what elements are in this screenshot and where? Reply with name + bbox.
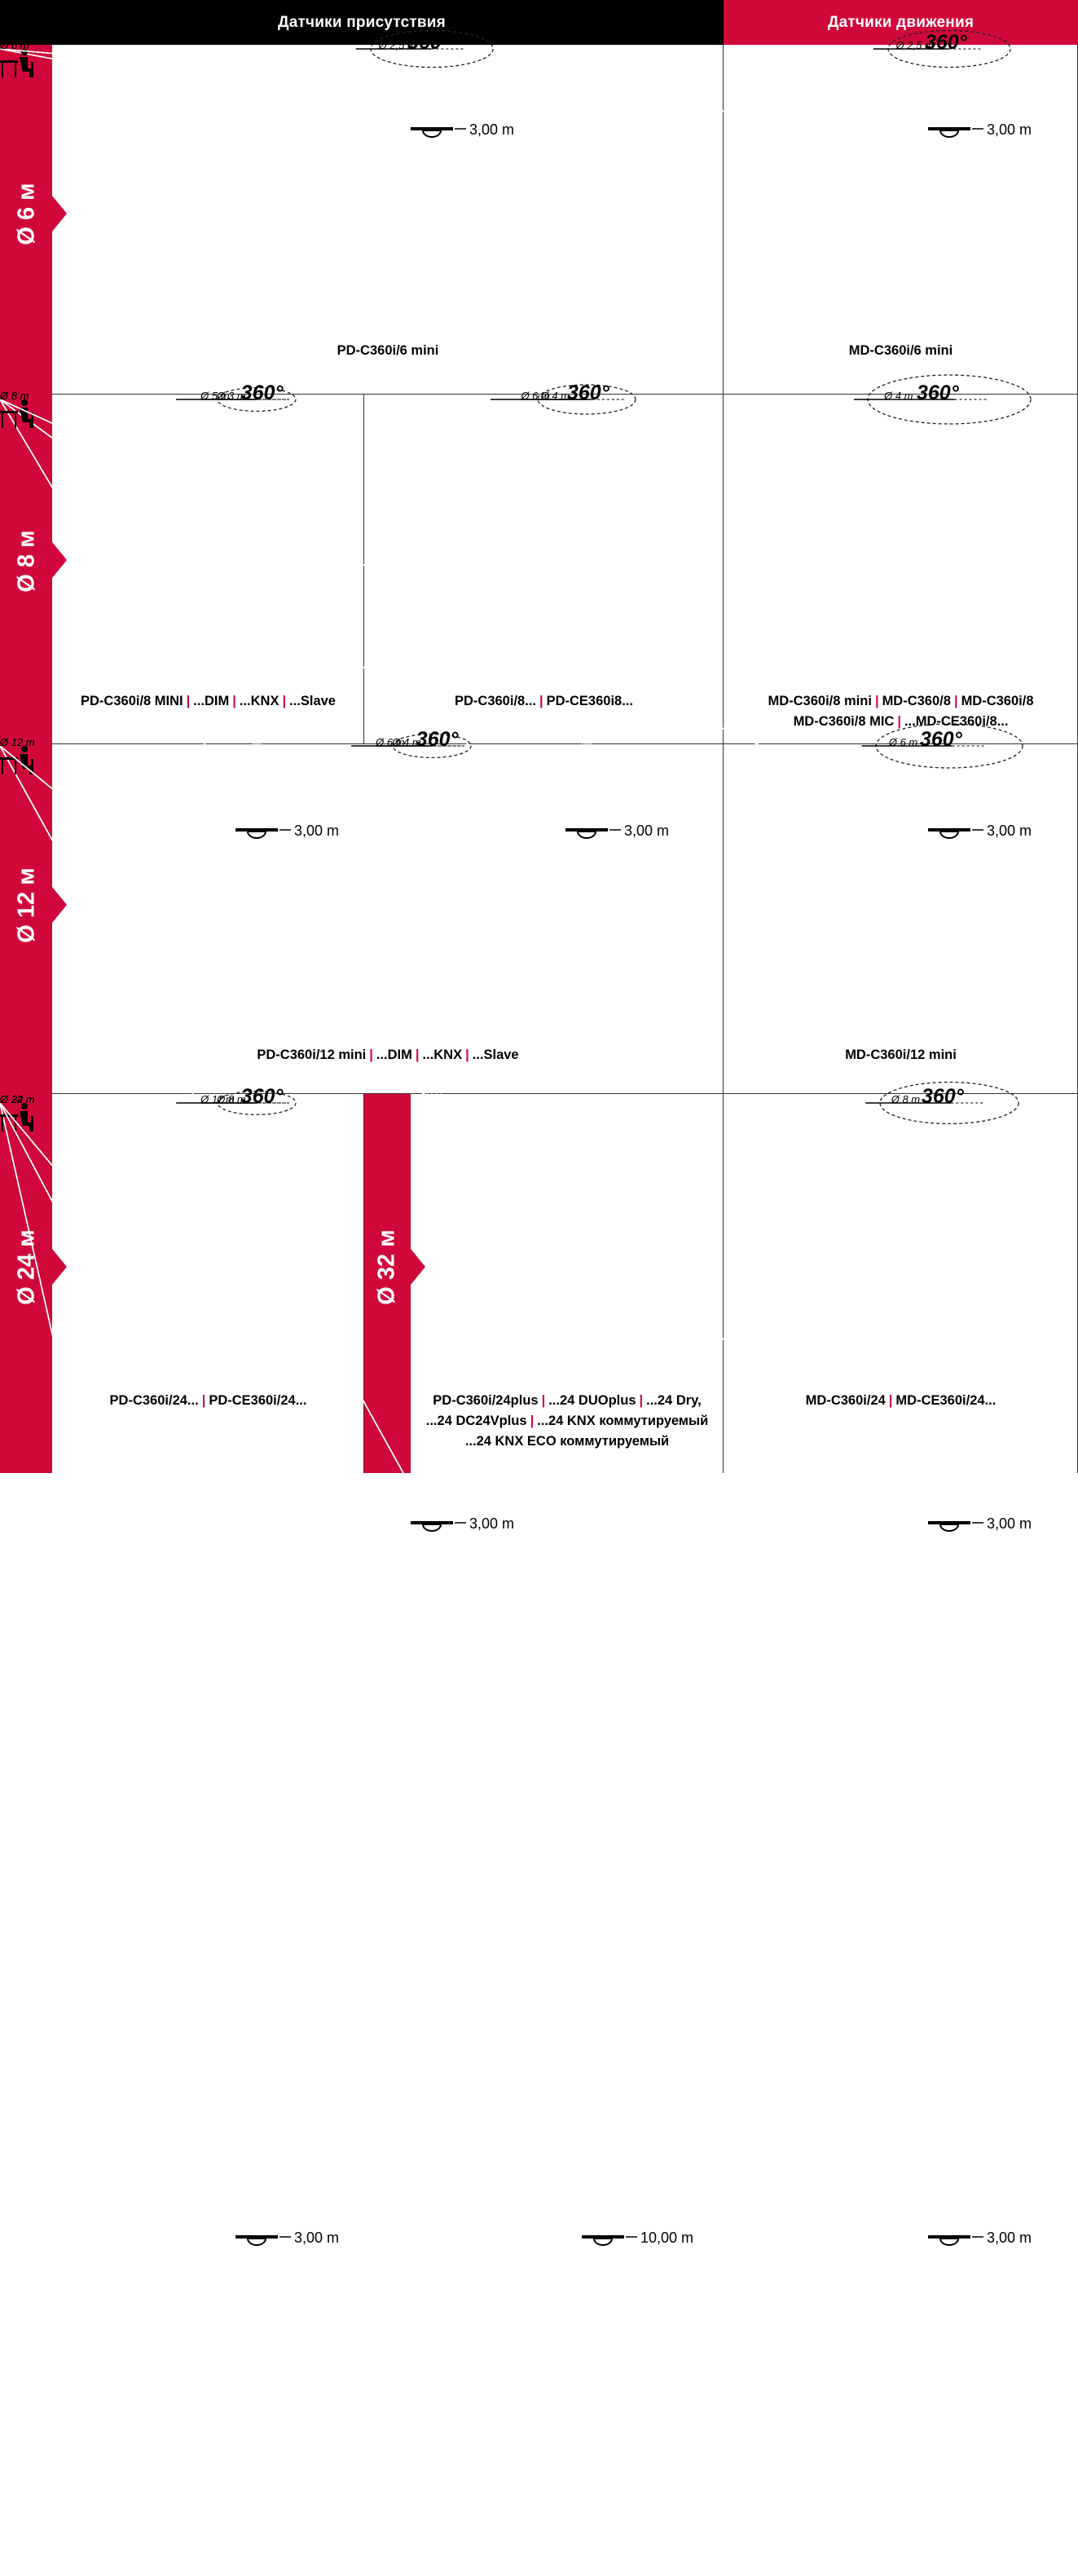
diagram-r2-motion: 3,00 m 360° Ø 4 m Ø 8 m [0, 374, 1032, 839]
person-at-desk-icon [0, 399, 33, 428]
diameter-label: Ø 8 m [891, 1093, 921, 1105]
caption-r2-presence-a: PD-C360i/8 MINI|...DIM|...KNX|...Slave [81, 694, 336, 708]
diameter-label: Ø 2,5 m [895, 39, 934, 51]
row1-marker [52, 196, 67, 232]
row4-marker [52, 1249, 67, 1285]
diameter-label: Ø 8 m [0, 390, 29, 402]
caption-r4-presence-a: PD-C360i/24...|PD-CE360i/24... [109, 1393, 307, 1408]
row4-inner-band [364, 1094, 411, 1473]
angle-360-label: 360° [241, 382, 284, 404]
height-label: 3,00 m [294, 823, 339, 839]
diameter-label: Ø 6 m [520, 390, 550, 402]
header-presence-sensors: Датчики присутствия [0, 0, 724, 45]
caption-r3-presence: PD-C360i/12 mini|...DIM|...KNX|...Slave [257, 1048, 519, 1062]
diameter-label: Ø 32 m [0, 1093, 35, 1105]
row4-inner-marker [411, 1249, 425, 1285]
cell-row3-presence [52, 744, 724, 1094]
diameter-label: Ø 6 m [0, 39, 29, 51]
caption-r1-presence: PD-C360i/6 mini [337, 343, 439, 358]
height-label: 3,00 m [987, 823, 1032, 839]
diameter-label: Ø 8 m [0, 390, 29, 402]
diameter-label: Ø 12 m [0, 736, 35, 748]
height-label: 3,00 m [987, 2230, 1032, 2246]
angle-360-label: 360° [920, 728, 963, 751]
diameter-label: Ø 6 m [0, 39, 29, 51]
cell-row4-presence-a [52, 1094, 364, 1473]
cell-row4-presence-b [364, 1094, 724, 1473]
height-label: 3,00 m [987, 121, 1032, 138]
cell-row2-presence-b [364, 395, 724, 744]
diameter-label: Ø 6 m [375, 736, 405, 748]
diameter-label: Ø 24 m [0, 1093, 35, 1105]
cell-row2-presence-a [52, 395, 364, 744]
angle-360-label: 360° [922, 1085, 965, 1108]
diameter-label: Ø 6 m [888, 736, 918, 748]
caption-r2-presence-b: PD-C360i/8...|PD-CE360i8... [455, 694, 633, 708]
diameter-label: Ø 8 m [0, 390, 29, 402]
cell-row1-presence [52, 45, 724, 395]
diagram-r1-presence: 3,00 m 360°Ø 2,5 m Ø 6 m [0, 29, 514, 138]
diameter-label: Ø 24 m [0, 1093, 35, 1105]
height-label: 3,00 m [469, 121, 514, 138]
caption-r4-presence-b: PD-C360i/24plus|...24 DUOplus|...24 Dry,… [425, 1393, 709, 1449]
angle-360-label: 360° [567, 382, 610, 404]
angle-360-label: 360° [241, 1085, 284, 1108]
diameter-label: Ø 5 m [200, 390, 230, 402]
angle-360-label: 360° [925, 31, 968, 54]
diameter-label: Ø 2,5 m [378, 39, 416, 51]
angle-360-label: 360° [407, 31, 451, 54]
caption-r3-motion: MD-C360i/12 mini [845, 1048, 957, 1062]
caption-r4-motion: MD-C360i/24|MD-CE360i/24... [805, 1393, 997, 1408]
diameter-label: Ø 11 m [200, 1093, 235, 1105]
diameter-label: Ø 4 m [883, 390, 913, 402]
height-label: 3,00 m [624, 823, 669, 839]
row2-marker [52, 542, 67, 578]
person-at-desk-icon [0, 1103, 33, 1131]
angle-360-label: 360° [917, 382, 960, 404]
diameter-label: Ø 12 m [0, 736, 35, 748]
row3-marker [52, 887, 67, 923]
header-motion-sensors: Датчики движения [724, 0, 1078, 45]
angle-360-label: 360° [416, 728, 460, 751]
caption-r1-motion: MD-C360i/6 mini [848, 343, 953, 358]
